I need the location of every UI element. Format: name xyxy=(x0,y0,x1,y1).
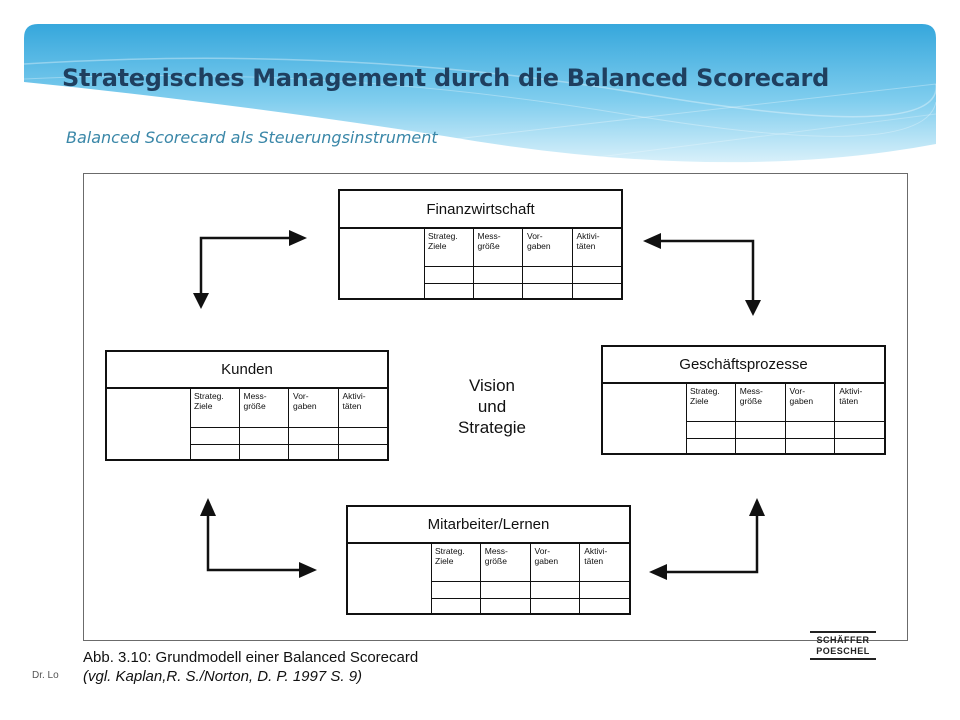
arrowhead xyxy=(643,233,661,249)
row-line xyxy=(686,438,884,439)
slide-subtitle: Balanced Scorecard als Steuerungsinstrum… xyxy=(66,128,438,147)
arrowhead xyxy=(649,564,667,580)
column-label: Strateg. Ziele xyxy=(428,231,458,251)
center-line: und xyxy=(477,397,507,416)
row-line xyxy=(190,427,387,428)
column-cell: Mess- größe xyxy=(734,382,785,453)
perspective-title: Finanzwirtschaft xyxy=(340,191,621,229)
column-cell: Mess- größe xyxy=(238,387,289,459)
arrow-bottomright xyxy=(665,514,759,574)
column-cell: Strateg. Ziele xyxy=(686,382,735,453)
column-label: Vor- gaben xyxy=(534,546,559,566)
perspective-title: Geschäftsprozesse xyxy=(603,347,884,384)
column-label: Aktivi- täten xyxy=(839,386,863,406)
figure-frame xyxy=(83,173,908,641)
logo-line: SCHÄFFER xyxy=(810,631,876,646)
perspective-columns: Strateg. Ziele Mess- größe Vor- gaben Ak… xyxy=(431,542,629,613)
column-cell: Vor- gaben xyxy=(529,542,580,613)
perspective-columns: Strateg. Ziele Mess- größe Vor- gaben Ak… xyxy=(686,382,884,453)
perspective-side-cell xyxy=(348,542,432,613)
column-cell: Strateg. Ziele xyxy=(190,387,239,459)
column-cell: Vor- gaben xyxy=(288,387,338,459)
center-line: Vision xyxy=(469,376,515,395)
column-label: Vor- gaben xyxy=(789,386,814,406)
column-cell: Mess- größe xyxy=(479,542,530,613)
column-label: Strateg. Ziele xyxy=(435,546,465,566)
column-label: Aktivi- täten xyxy=(342,391,366,411)
arrowhead xyxy=(745,300,761,316)
perspective-title: Mitarbeiter/Lernen xyxy=(348,507,629,544)
column-label: Mess- größe xyxy=(484,546,508,566)
arrow-topright xyxy=(659,239,755,302)
publisher-logo: SCHÄFFER POESCHEL xyxy=(810,631,876,660)
perspective-side-cell xyxy=(107,387,191,459)
perspective-side-cell xyxy=(340,227,425,298)
center-line: Strategie xyxy=(457,418,527,437)
caption-line: Abb. 3.10: Grundmodell einer Balanced Sc… xyxy=(83,649,419,666)
column-cell: Aktivi- täten xyxy=(337,387,388,459)
arrowhead xyxy=(299,562,317,578)
column-label: Strateg. Ziele xyxy=(194,391,224,411)
arrowhead xyxy=(289,230,307,246)
column-label: Mess- größe xyxy=(477,231,501,251)
column-cell: Mess- größe xyxy=(472,227,523,298)
arrowhead xyxy=(749,498,765,516)
arrow-topleft xyxy=(199,236,291,296)
perspective-columns: Strateg. Ziele Mess- größe Vor- gaben Ak… xyxy=(190,387,387,459)
row-line xyxy=(424,266,621,267)
row-line xyxy=(431,581,629,582)
column-cell: Aktivi- täten xyxy=(579,542,629,613)
perspective-finanzwirtschaft: Finanzwirtschaft Strateg. Ziele Mess- gr… xyxy=(338,189,623,300)
perspective-columns: Strateg. Ziele Mess- größe Vor- gaben Ak… xyxy=(424,227,621,298)
arrow-bottomleft xyxy=(206,514,301,572)
column-label: Strateg. Ziele xyxy=(690,386,720,406)
perspective-title: Kunden xyxy=(107,352,387,389)
column-cell: Aktivi- täten xyxy=(834,382,884,453)
arrowhead xyxy=(200,498,216,516)
row-line xyxy=(424,283,621,284)
figure-caption: Abb. 3.10: Grundmodell einer Balanced Sc… xyxy=(83,648,418,686)
column-label: Aktivi- täten xyxy=(576,231,600,251)
logo-line: POESCHEL xyxy=(810,646,876,660)
column-label: Aktivi- täten xyxy=(584,546,608,566)
column-label: Mess- größe xyxy=(243,391,267,411)
row-line xyxy=(190,444,387,445)
column-label: Mess- größe xyxy=(739,386,763,406)
slide-title: Strategisches Management durch die Balan… xyxy=(62,64,829,92)
slide-footer: Dr. Lo xyxy=(32,670,59,681)
arrowhead xyxy=(193,293,209,309)
column-label: Vor- gaben xyxy=(293,391,317,411)
perspective-kunden: Kunden Strateg. Ziele Mess- größe Vor- g… xyxy=(105,350,389,461)
column-label: Vor- gaben xyxy=(527,231,551,251)
perspective-mitarbeiter-lernen: Mitarbeiter/Lernen Strateg. Ziele Mess- … xyxy=(346,505,631,615)
header-banner xyxy=(24,24,936,165)
caption-line: (vgl. Kaplan,R. S./Norton, D. P. 1997 S.… xyxy=(83,668,363,685)
column-cell: Strateg. Ziele xyxy=(431,542,480,613)
row-line xyxy=(431,598,629,599)
row-line xyxy=(686,421,884,422)
column-cell: Vor- gaben xyxy=(522,227,572,298)
perspective-geschaeftsprozesse: Geschäftsprozesse Strateg. Ziele Mess- g… xyxy=(601,345,886,455)
column-cell: Vor- gaben xyxy=(784,382,835,453)
perspective-side-cell xyxy=(603,382,687,453)
column-cell: Strateg. Ziele xyxy=(424,227,473,298)
column-cell: Aktivi- täten xyxy=(571,227,622,298)
center-vision-strategie: Vision und Strategie xyxy=(440,375,544,438)
